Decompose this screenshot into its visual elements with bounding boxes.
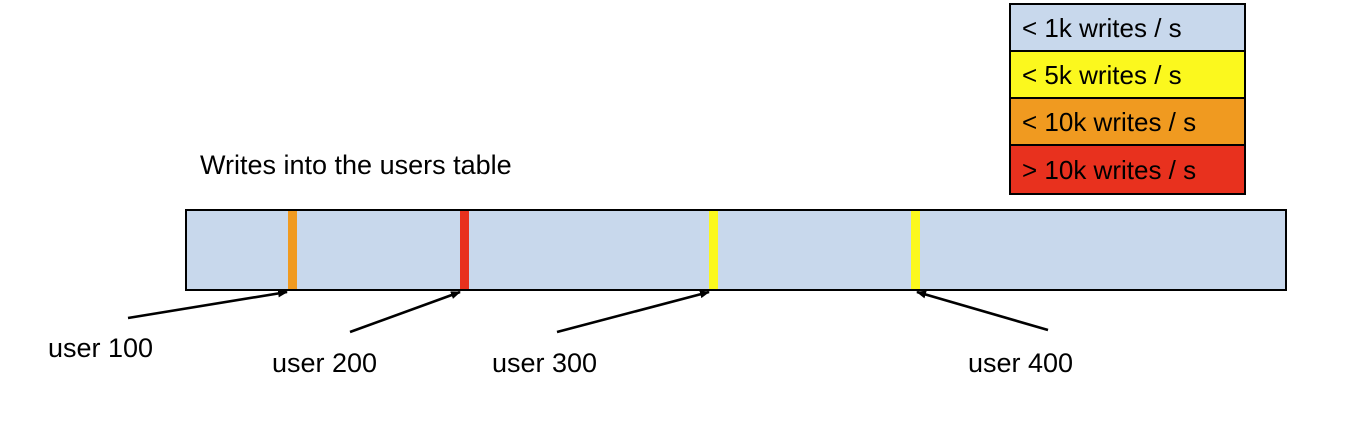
users-table-bar	[185, 209, 1287, 291]
callout-label-user-200: user 200	[272, 348, 378, 378]
arrow-user-200	[349, 290, 461, 334]
callout-label-user-400: user 400	[968, 348, 1074, 378]
legend-item-label: < 5k writes / s	[1022, 59, 1182, 90]
callout-label-user-300: user 300	[492, 348, 598, 378]
arrow-user-100	[127, 289, 288, 320]
marker-stripe-user-300	[709, 211, 718, 289]
legend-item-label: > 10k writes / s	[1022, 154, 1197, 185]
arrow-user-300	[556, 290, 710, 334]
callout-label-user-100: user 100	[48, 333, 154, 363]
legend-item-under-5k: < 5k writes / s	[1011, 52, 1244, 99]
marker-stripe-user-400	[911, 211, 920, 289]
legend-item-label: < 10k writes / s	[1022, 106, 1197, 137]
legend-item-under-10k: < 10k writes / s	[1011, 99, 1244, 146]
legend-item-over-10k: > 10k writes / s	[1011, 146, 1244, 193]
legend-item-under-1k: < 1k writes / s	[1011, 5, 1244, 52]
marker-stripe-user-200	[460, 211, 469, 289]
arrow-user-400	[916, 290, 1049, 332]
marker-stripe-user-100	[288, 211, 297, 289]
chart-title: Writes into the users table	[200, 150, 512, 180]
legend: < 1k writes / s < 5k writes / s < 10k wr…	[1009, 3, 1246, 195]
legend-item-label: < 1k writes / s	[1022, 12, 1182, 43]
